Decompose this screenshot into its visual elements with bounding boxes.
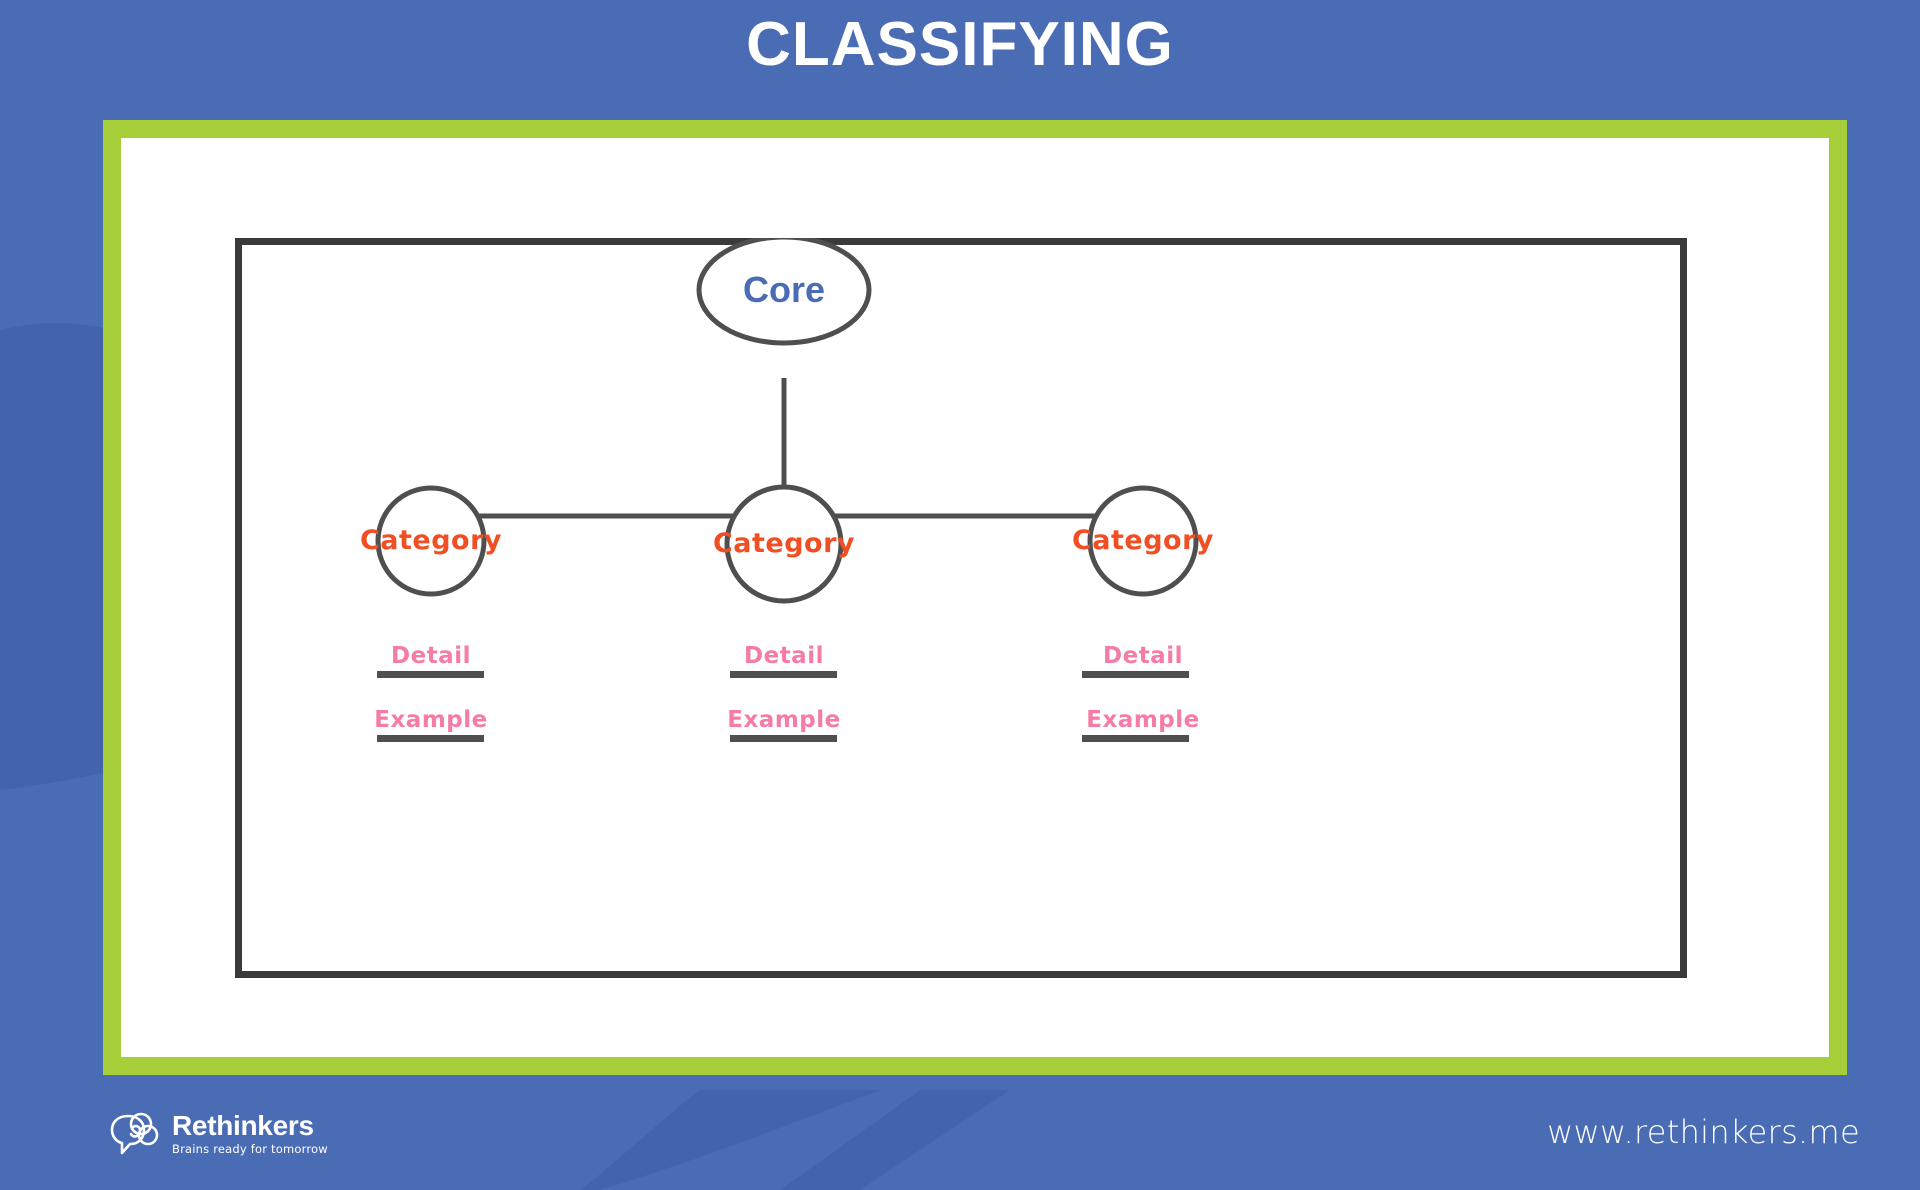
category-node-shape-2 bbox=[724, 484, 844, 604]
detail-blank-line-1[interactable] bbox=[377, 671, 484, 678]
category-node-shape-1 bbox=[375, 485, 487, 597]
page-title: CLASSIFYING bbox=[746, 10, 1174, 79]
footer-website-url[interactable]: www.rethinkers.me bbox=[1547, 1113, 1860, 1151]
brain-bubbles-icon bbox=[110, 1112, 159, 1155]
footer-logo[interactable]: Rethinkers Brains ready for tomorrow bbox=[108, 1110, 328, 1158]
core-node-shape bbox=[696, 238, 872, 346]
example-blank-line-3[interactable] bbox=[1082, 735, 1189, 742]
brand-tagline: Brains ready for tomorrow bbox=[172, 1142, 328, 1157]
category-node-shape-3 bbox=[1087, 485, 1199, 597]
swoosh-bottom bbox=[780, 1090, 1010, 1190]
diagram-frame bbox=[235, 238, 1687, 978]
logo-text-block: Rethinkers Brains ready for tomorrow bbox=[172, 1112, 328, 1156]
example-blank-line-1[interactable] bbox=[377, 735, 484, 742]
detail-blank-line-3[interactable] bbox=[1082, 671, 1189, 678]
detail-blank-line-2[interactable] bbox=[730, 671, 837, 678]
example-blank-line-2[interactable] bbox=[730, 735, 837, 742]
swoosh-bottom-curve bbox=[580, 1090, 880, 1190]
classifying-diagram bbox=[375, 238, 1199, 604]
brand-wordmark: Rethinkers bbox=[172, 1110, 314, 1142]
